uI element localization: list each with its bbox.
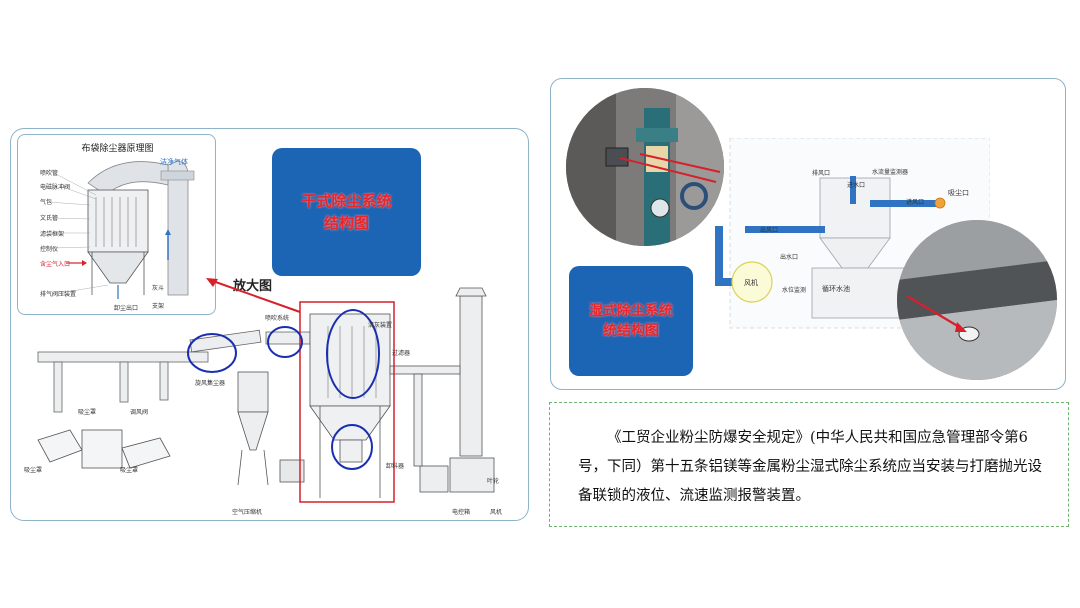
wet-label-level-monitor: 水位监测 bbox=[782, 287, 807, 294]
label-nozzle-pipe: 喷吹管 bbox=[40, 170, 59, 177]
valve-pointer-arrow bbox=[639, 153, 721, 173]
dry-system-title: 干式除尘系统 结构图 bbox=[301, 192, 392, 232]
wet-label-exhaust: 排风口 bbox=[812, 170, 831, 177]
bag-filter-inset: 布袋除尘器原理图 喷吹管 电磁脉冲阀 气包 文氏管 滤袋框架 控制 bbox=[17, 134, 216, 315]
label-ash-valve: 排气阀压装置 bbox=[40, 291, 77, 298]
inset-title: 布袋除尘器原理图 bbox=[81, 144, 154, 154]
wet-system-title: 湿式除尘系统 统结构图 bbox=[589, 303, 673, 339]
label-hood-2: 吸尘罩 bbox=[78, 409, 97, 416]
label-bag-cleaner: 清灰装置 bbox=[368, 322, 393, 329]
zoom-label: 放大图 bbox=[233, 279, 273, 294]
water-level-photo bbox=[897, 220, 1057, 380]
wet-system-card: 湿式除尘系统 统结构图 bbox=[569, 266, 693, 376]
label-air-bag: 气包 bbox=[40, 199, 53, 206]
label-control-box: 电控箱 bbox=[452, 509, 471, 516]
label-ash-outlet: 卸尘出口 bbox=[114, 305, 139, 312]
label-frame: 支架 bbox=[152, 303, 165, 310]
label-cyclone: 旋风集尘器 bbox=[195, 380, 226, 387]
label-valve: 调风阀 bbox=[130, 409, 149, 416]
label-hood-1: 吸尘罩 bbox=[24, 467, 43, 474]
bag-filter-diagram bbox=[47, 160, 195, 299]
label-filter: 过滤器 bbox=[392, 350, 411, 357]
label-clean-gas: 洁净气体 bbox=[160, 158, 188, 166]
label-pulse-valve: 电磁脉冲阀 bbox=[40, 184, 71, 191]
dry-system-panel bbox=[10, 128, 529, 521]
dry-system-card: 干式除尘系统 结构图 bbox=[272, 148, 421, 276]
label-fan: 风机 bbox=[490, 509, 503, 516]
wet-label-suction: 吸尘口 bbox=[948, 189, 969, 197]
label-ash-box: 卸料器 bbox=[386, 463, 405, 470]
wet-label-inlet-water: 进水口 bbox=[847, 182, 866, 189]
wet-label-flow-monitor: 水流量监测器 bbox=[872, 169, 909, 176]
label-fan-wheel: 叶轮 bbox=[487, 478, 500, 485]
label-filter-bag: 滤袋框架 bbox=[40, 231, 65, 238]
dry-system-machine-diagram bbox=[37, 278, 495, 503]
label-blow: 喷吹系统 bbox=[265, 315, 290, 322]
wet-label-outlet-gas: 进风口 bbox=[906, 199, 925, 206]
label-ash-hopper: 灰斗 bbox=[152, 285, 165, 292]
wet-system-schematic bbox=[715, 138, 990, 329]
label-controller: 控制仪 bbox=[40, 246, 59, 253]
regulation-note-text: 《工贸企业粉尘防爆安全规定》(中华人民共和国应急管理部令第6号，下同）第十五条铝… bbox=[578, 430, 1042, 504]
wet-label-fan: 风机 bbox=[744, 279, 758, 287]
wet-label-water-out: 出风口 bbox=[760, 227, 779, 234]
label-venturi: 文氏管 bbox=[40, 215, 59, 222]
label-hood-3: 吸尘罩 bbox=[120, 467, 139, 474]
wet-system-panel bbox=[550, 78, 1066, 390]
label-compressor: 空气压缩机 bbox=[232, 509, 263, 516]
wet-label-water-outlet: 出水口 bbox=[780, 254, 799, 261]
wet-label-pool: 循环水池 bbox=[822, 285, 850, 293]
flow-monitor-photo bbox=[566, 88, 724, 246]
flow-monitor-photo-art bbox=[566, 88, 724, 246]
label-dusty-gas-inlet: 含尘气入口 bbox=[40, 261, 71, 268]
regulation-note-box bbox=[549, 402, 1069, 527]
water-level-photo-art bbox=[897, 220, 1057, 380]
